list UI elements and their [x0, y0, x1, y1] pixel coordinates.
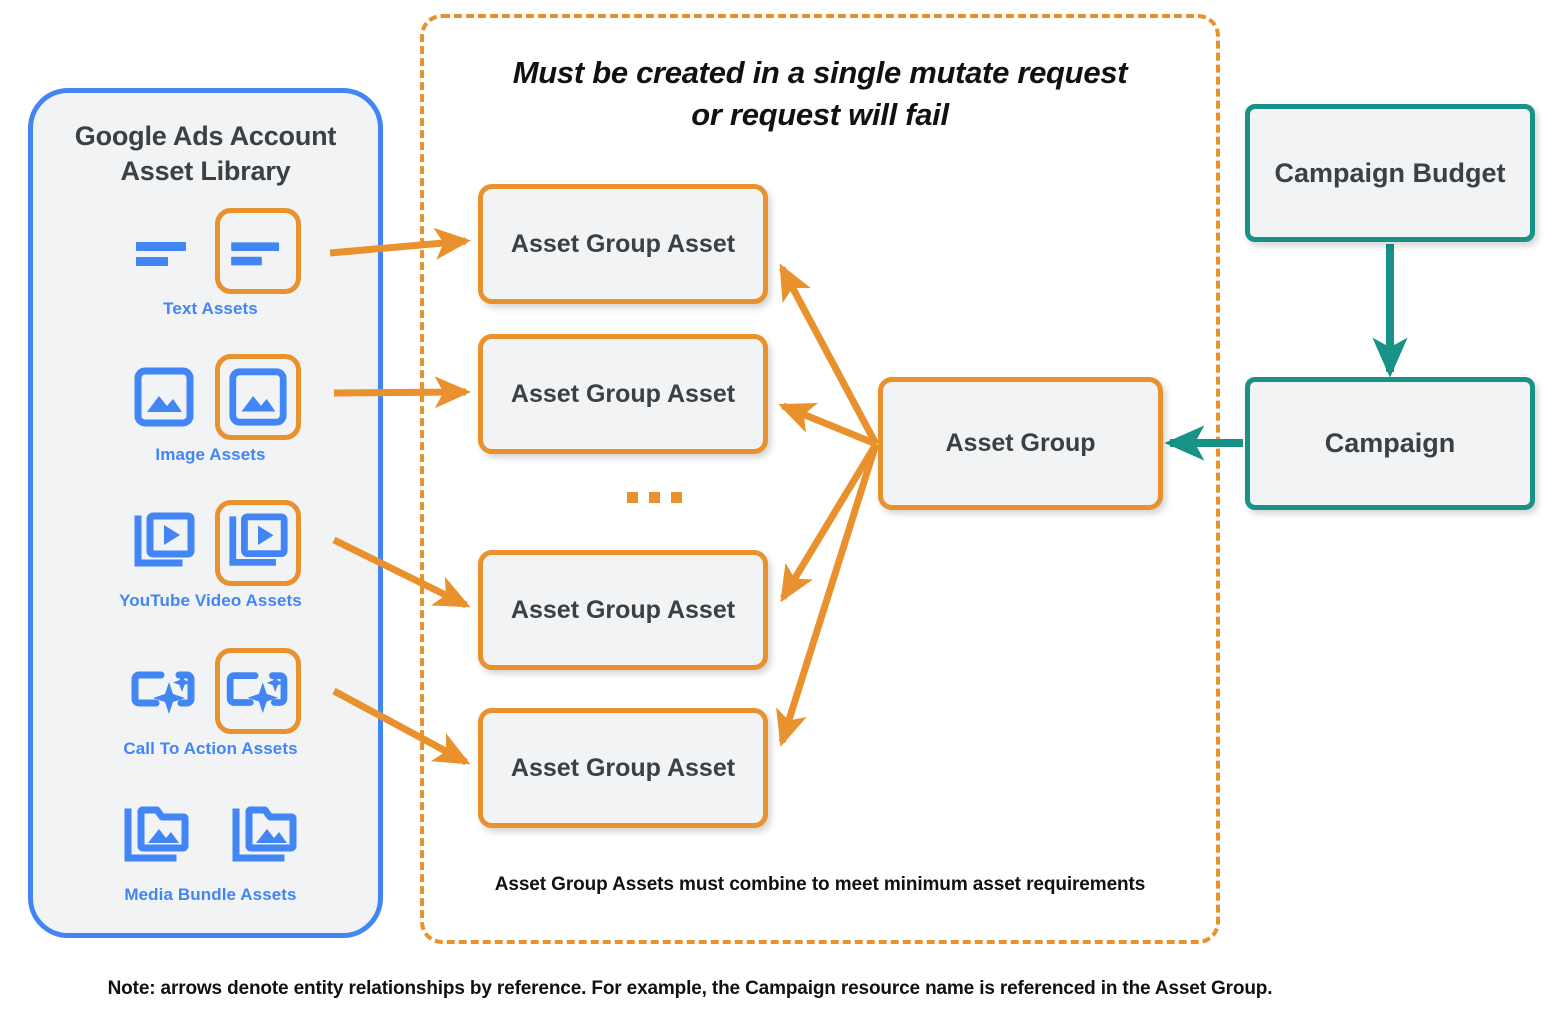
- asset-library-panel: Google Ads Account Asset Library: [28, 88, 383, 938]
- media-bundle-asset-icon: [114, 794, 200, 880]
- node-label: Asset Group: [945, 429, 1096, 458]
- library-item-label: Image Assets: [155, 445, 266, 464]
- asset-group-asset-node-2[interactable]: Asset Group Asset: [478, 334, 768, 454]
- node-label: Asset Group Asset: [510, 229, 736, 258]
- library-item-label: Text Assets: [163, 299, 258, 318]
- node-label: Asset Group Asset: [510, 379, 736, 408]
- node-label: Asset Group Asset: [510, 753, 736, 782]
- image-asset-icon-selected[interactable]: [214, 354, 301, 440]
- youtube-video-asset-icon: [121, 500, 207, 586]
- asset-group-node[interactable]: Asset Group: [878, 377, 1163, 510]
- library-item-text-assets[interactable]: Text Assets: [33, 205, 388, 319]
- youtube-video-asset-icon-selected[interactable]: [214, 500, 301, 586]
- library-item-label: Call To Action Assets: [123, 739, 298, 758]
- mutate-panel-heading: Must be created in a single mutate reque…: [440, 52, 1200, 136]
- media-bundle-asset-icon-2: [222, 794, 308, 880]
- media-bundle-asset-icon-group: [33, 791, 388, 883]
- node-label: Campaign: [1324, 428, 1456, 459]
- node-label: Campaign Budget: [1274, 157, 1506, 188]
- node-label: Asset Group Asset: [510, 595, 736, 624]
- mutate-heading-line1: Must be created in a single mutate reque…: [512, 55, 1128, 90]
- library-item-image-assets[interactable]: Image Assets: [33, 351, 388, 465]
- library-item-call-to-action-assets[interactable]: Call To Action Assets: [33, 645, 388, 759]
- library-item-label: Media Bundle Assets: [124, 885, 297, 904]
- image-asset-icon: [121, 354, 207, 440]
- diagram-note: Note: arrows denote entity relationships…: [107, 978, 1273, 999]
- campaign-node[interactable]: Campaign: [1245, 377, 1535, 510]
- ellipsis-dot: [649, 492, 660, 503]
- call-to-action-asset-icon: [121, 648, 207, 734]
- campaign-budget-node[interactable]: Campaign Budget: [1245, 104, 1535, 242]
- youtube-video-asset-icon-group: [33, 497, 388, 589]
- call-to-action-asset-icon-group: [33, 645, 388, 737]
- library-item-label: YouTube Video Assets: [119, 591, 302, 610]
- mutate-panel-footnote: Asset Group Assets must combine to meet …: [494, 874, 1146, 895]
- image-asset-icon-group: [33, 351, 388, 443]
- library-item-media-bundle-assets[interactable]: Media Bundle Assets: [33, 791, 388, 905]
- text-asset-icon-group: [33, 205, 388, 297]
- ellipsis-indicator: [627, 492, 682, 503]
- library-item-youtube-video-assets[interactable]: YouTube Video Assets: [33, 497, 388, 611]
- asset-group-asset-node-4[interactable]: Asset Group Asset: [478, 708, 768, 828]
- call-to-action-asset-icon-selected[interactable]: [214, 648, 301, 734]
- asset-group-asset-node-1[interactable]: Asset Group Asset: [478, 184, 768, 304]
- mutate-heading-line2: or request will fail: [691, 96, 949, 132]
- library-title: Google Ads Account Asset Library: [33, 119, 378, 188]
- asset-group-asset-node-3[interactable]: Asset Group Asset: [478, 550, 768, 670]
- ellipsis-dot: [627, 492, 638, 503]
- library-title-line1: Google Ads Account: [74, 121, 337, 151]
- library-title-line2: Asset Library: [120, 155, 291, 186]
- text-asset-icon: [121, 208, 207, 294]
- ellipsis-dot: [671, 492, 682, 503]
- text-asset-icon-selected[interactable]: [214, 208, 301, 294]
